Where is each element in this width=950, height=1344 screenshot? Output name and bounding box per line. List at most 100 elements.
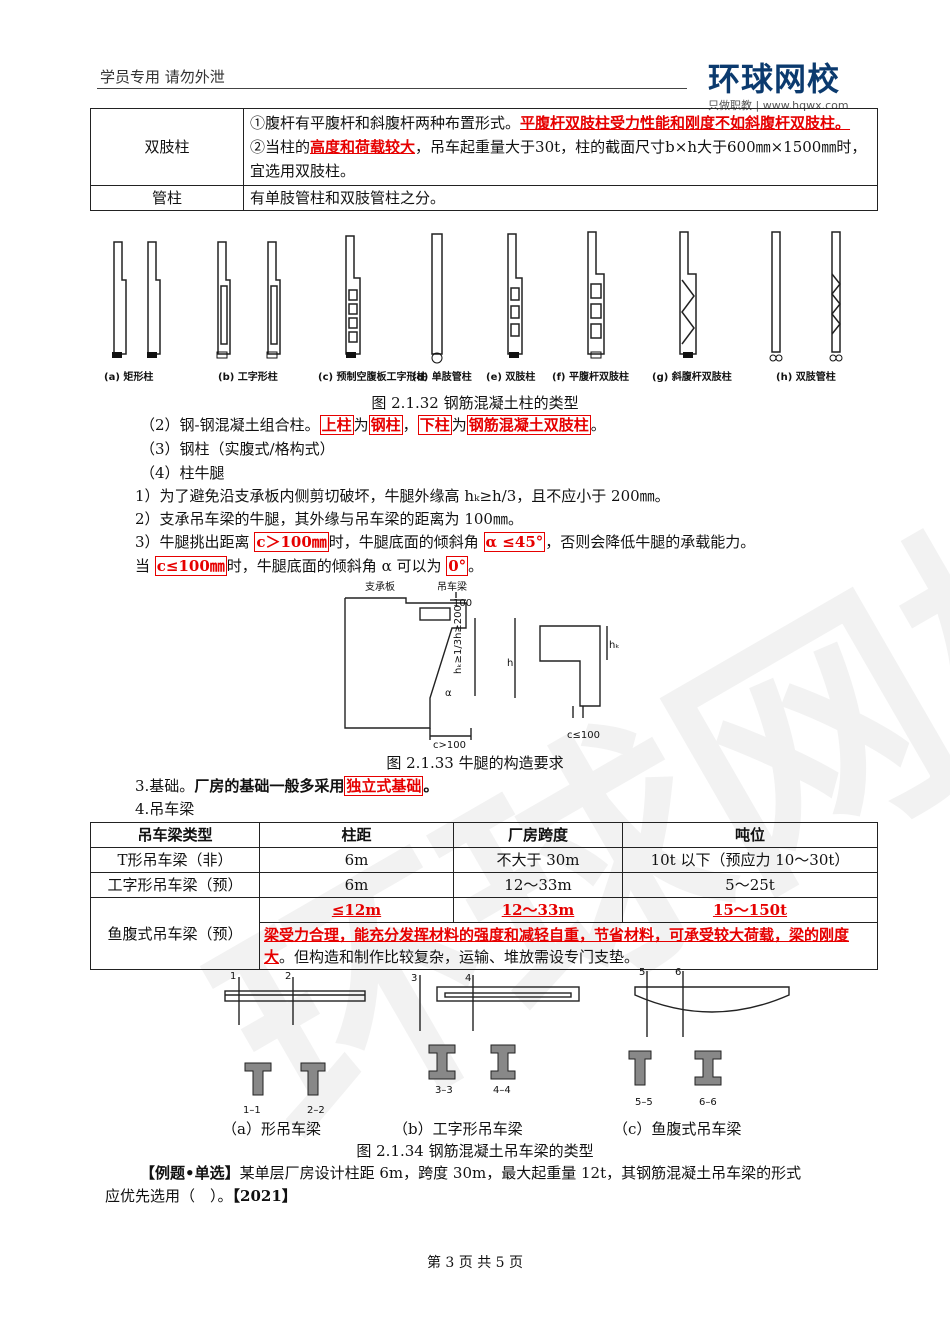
column-drawing: [345, 235, 361, 355]
col-header: 吊车梁类型: [90, 822, 260, 848]
column-drawing: [679, 231, 697, 355]
sub-caption-a: （a）形吊车梁: [222, 1120, 321, 1138]
cell: 鱼腹式吊车梁（预）: [90, 897, 260, 970]
figure-caption: 图 2.1.33 牛腿的构造要求: [386, 754, 564, 772]
crane-beam-heading: 4.吊车梁: [135, 800, 195, 818]
table-row: 工字形吊车梁（预） 6m 12～33m 5～25t: [90, 872, 878, 898]
table-row: 管柱 有单肢管柱和双肢管柱之分。: [90, 185, 878, 211]
header-divider: [97, 88, 687, 89]
text-line-2: （2）钢-钢混凝土组合柱。上柱为钢柱，下柱为钢筋混凝土双肢柱。: [140, 415, 606, 435]
section-label: 3–3: [435, 1085, 453, 1096]
column-drawing: [113, 241, 127, 355]
column-type-table: 双肢柱 ①腹杆有平腹杆和斜腹杆两种布置形式。平腹杆双肢柱受力性能和刚度不如斜腹杆…: [90, 108, 878, 211]
section-label: 6–6: [699, 1097, 717, 1108]
cell: T形吊车梁（非）: [90, 847, 260, 873]
label-h: h: [507, 658, 513, 669]
foundation-line: 3.基础。厂房的基础一般多采用独立式基础。: [135, 776, 439, 796]
figure-caption: 图 2.1.34 钢筋混凝土吊车梁的类型: [356, 1142, 594, 1160]
cell: 12～33m: [453, 872, 623, 898]
label-hk: hₖ: [609, 640, 620, 651]
section-label: 4–4: [493, 1085, 511, 1096]
desc-highlight: 高度和荷载较大: [310, 138, 416, 156]
section-shape: [490, 1044, 516, 1080]
section-mark: 1: [230, 971, 236, 982]
figure-caption: 图 2.1.32 钢筋混凝土柱的类型: [371, 394, 579, 412]
cell: 梁受力合理，能充分发挥材料的强度和减轻自重，节省材料，可承受较大荷载，梁的刚度大…: [259, 922, 878, 970]
column-drawing: [507, 233, 523, 355]
crane-beam-table: 吊车梁类型 柱距 厂房跨度 吨位 T形吊车梁（非） 6m 不大于 30m 10t…: [90, 822, 878, 970]
crane-beam-figure: 1 2 3 4 5 6 1–1 2–2 3–3 4–4 5–5 6–6: [224, 967, 790, 1116]
corbel-outline: [344, 597, 467, 729]
example-question-cont: 应优先选用（ ）。【2021】: [105, 1187, 297, 1205]
corbel-shape-2: [539, 625, 601, 707]
cell: 15～150t: [622, 897, 878, 923]
row-name: 双肢柱: [90, 108, 244, 186]
label-alpha: α: [445, 688, 452, 699]
text-line-3: （3）钢柱（实腹式/格构式）: [140, 440, 335, 458]
crane-beam-shape: [419, 607, 451, 621]
column-drawing: [587, 231, 605, 355]
row-desc: ①腹杆有平腹杆和斜腹杆两种布置形式。平腹杆双肢柱受力性能和刚度不如斜腹杆双肢柱。…: [243, 108, 878, 186]
section-mark: 2: [285, 971, 291, 982]
column-web: [270, 285, 278, 345]
cell: ≤12m: [259, 897, 454, 923]
table-row: 鱼腹式吊车梁（预） ≤12m 12～33m 15～150t: [90, 897, 878, 970]
section-label: 2–2: [307, 1105, 325, 1116]
section-shape: [244, 1062, 272, 1096]
fig-label: (f) 平腹杆双肢柱: [552, 370, 629, 383]
corbel-figure: 支承板 吊车梁 100 hₖ≥1/3h≥200 h α c>100 hₖ c≤1…: [344, 580, 620, 748]
section-mark: 6: [675, 967, 681, 978]
column-drawing: [431, 233, 443, 355]
label-plate: 支承板: [365, 580, 395, 593]
row-desc: 有单肢管柱和双肢管柱之分。: [243, 185, 878, 211]
section-shape: [300, 1062, 326, 1096]
cell: 不大于 30m: [453, 847, 623, 873]
column-drawing: [147, 241, 161, 355]
desc-text: ①腹杆有平腹杆和斜腹杆两种布置形式。: [250, 114, 521, 132]
column-types-figure: (a) 矩形柱 (b) 工字形柱 (c) 预制空腹板工字形柱 (d) 单肢管柱 …: [104, 231, 843, 383]
desc-highlight: 平腹杆双肢柱受力性能和刚度不如斜腹杆双肢柱。: [520, 114, 851, 132]
cell: 10t 以下（预应力 10～30t）: [622, 847, 878, 873]
section-label: 1–1: [243, 1105, 261, 1116]
label-hk-eq: hₖ≥1/3h≥200: [453, 605, 464, 674]
desc-text: ，吊车起重量大于30t，柱的截面尺寸b×h大于600㎜×1500㎜时，宜选用双肢…: [250, 138, 867, 180]
beam-elevation-c: [634, 986, 790, 1013]
col-header: 柱距: [259, 822, 454, 848]
fig-label: (a) 矩形柱: [104, 370, 153, 383]
cell: 6m: [259, 847, 454, 873]
table-row: 梁受力合理，能充分发挥材料的强度和减轻自重，节省材料，可承受较大荷载，梁的刚度大…: [91, 922, 878, 970]
section-shape: [428, 1044, 456, 1080]
fig-label: (g) 斜腹杆双肢柱: [652, 370, 732, 383]
example-question: 【例题•单选】某单层厂房设计柱距 6m，跨度 30m，最大起重量 12t，其钢筋…: [140, 1164, 802, 1182]
row-name: 管柱: [90, 185, 244, 211]
section-mark: 3: [411, 973, 417, 984]
beam-elevation-a: [224, 990, 366, 1002]
label-c-gt: c>100: [433, 740, 466, 748]
beam-elevation-b: [436, 986, 580, 1002]
label-beam: 吊车梁: [437, 580, 467, 593]
sub-caption-c: （c）鱼腹式吊车梁: [613, 1120, 742, 1138]
column-web: [220, 285, 228, 345]
cell: 6m: [259, 872, 454, 898]
header-note: 学员专用 请勿外泄: [100, 68, 225, 86]
desc-text: ②当柱的: [250, 138, 311, 156]
sub-caption-b: （b）工字形吊车梁: [393, 1120, 523, 1138]
table-row: 双肢柱 ①腹杆有平腹杆和斜腹杆两种布置形式。平腹杆双肢柱受力性能和刚度不如斜腹杆…: [90, 108, 878, 186]
section-mark: 5: [639, 967, 645, 978]
brand-logo: 环球网校: [708, 60, 841, 98]
label-100: 100: [453, 598, 472, 609]
page-number: 第 3 页 共 5 页: [426, 1255, 524, 1271]
section-shape: [628, 1050, 652, 1086]
section-shape: [694, 1050, 722, 1086]
column-drawing: [831, 231, 841, 353]
col-header: 厂房跨度: [453, 822, 623, 848]
cell: 12～33m: [453, 897, 623, 923]
text-line-5: 1）为了避免沿支承板内侧剪切破坏，牛腿外缘高 hₖ≥h/3，且不应小于 200㎜…: [135, 487, 670, 505]
section-mark: 4: [465, 973, 471, 984]
column-drawing: [267, 241, 281, 355]
text-line-4: （4）柱牛腿: [140, 464, 225, 482]
fig-label: (b) 工字形柱: [218, 370, 278, 383]
text-line-6: 2）支承吊车梁的牛腿，其外缘与吊车梁的距离为 100㎜。: [135, 510, 523, 528]
label-c-le: c≤100: [567, 730, 600, 741]
